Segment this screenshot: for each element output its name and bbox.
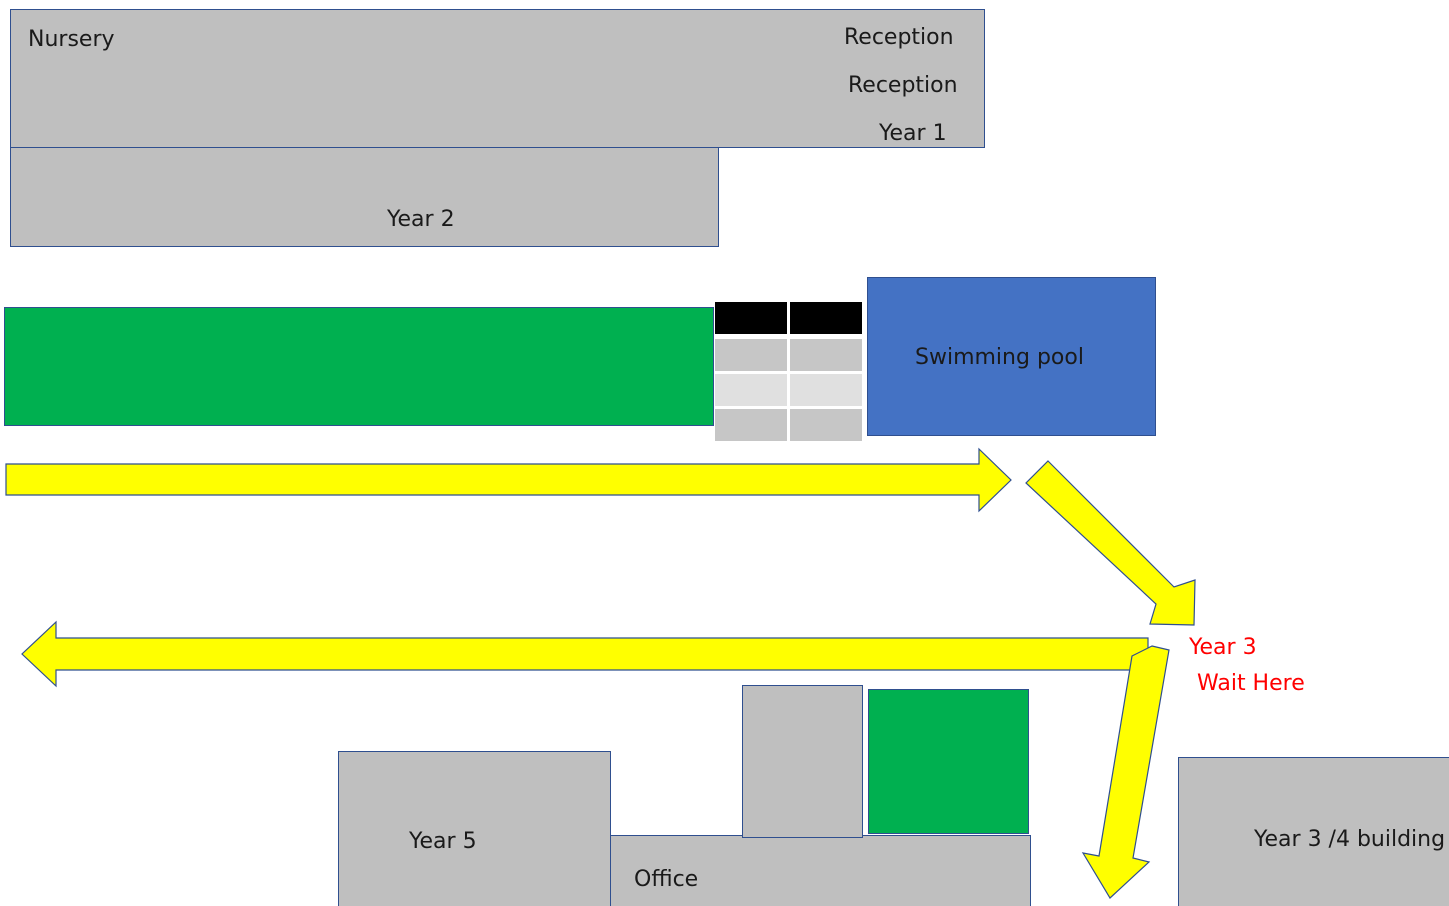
reception-label-1: Reception	[844, 25, 954, 50]
grid-structure	[715, 302, 864, 441]
swimming-pool-label: Swimming pool	[915, 345, 1084, 370]
year-3-4-building	[1178, 757, 1449, 906]
green-square	[868, 689, 1029, 834]
year-3-label: Year 3	[1189, 635, 1257, 660]
office-label: Office	[634, 867, 699, 892]
year-2-label: Year 2	[387, 207, 455, 232]
green-area	[4, 307, 714, 426]
reception-label-2: Reception	[848, 73, 958, 98]
arrow-left	[21, 620, 1149, 688]
year-5-building	[338, 751, 611, 906]
year-3-4-building-label: Year 3 /4 building	[1254, 827, 1446, 852]
arrow-down	[1081, 645, 1170, 899]
year-5-label: Year 5	[409, 829, 477, 854]
year-1-label: Year 1	[879, 121, 947, 146]
arrow-right	[5, 447, 1012, 513]
arrow-diagonal	[1025, 460, 1196, 626]
swimming-pool	[867, 277, 1156, 436]
wait-here-label: Wait Here	[1197, 671, 1305, 696]
year-2-building	[10, 147, 719, 247]
nursery-label: Nursery	[28, 27, 115, 52]
nursery-reception-building	[10, 9, 985, 148]
office-building	[610, 835, 1031, 906]
small-building	[742, 685, 863, 838]
